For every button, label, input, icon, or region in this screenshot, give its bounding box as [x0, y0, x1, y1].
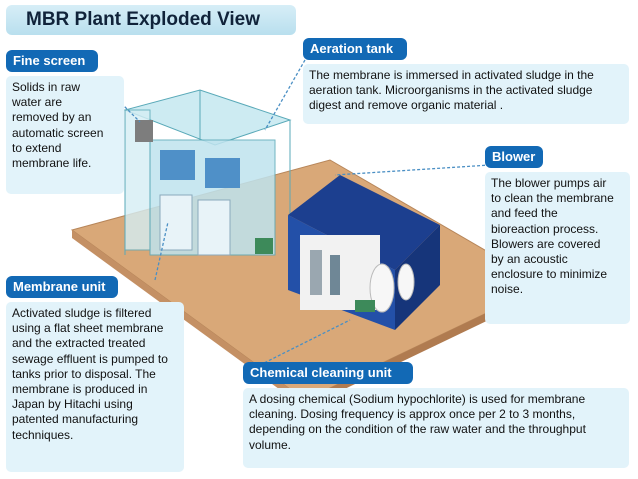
membrane-unit-line: using a flat sheet membrane	[12, 321, 164, 336]
fine-screen-line: membrane life.	[12, 156, 92, 171]
blower-enclosure-illustration	[288, 175, 440, 330]
page-title: MBR Plant Exploded View	[6, 5, 296, 35]
blower-callout: The blower pumps air to clean the membra…	[485, 172, 630, 324]
fine-screen-heading: Fine screen	[6, 50, 98, 72]
blower-line: enclosure to minimize	[491, 267, 608, 282]
blower-line: The blower pumps air	[491, 176, 607, 190]
chemical-cleaning-callout: A dosing chemical (Sodium hypochlorite) …	[243, 388, 629, 468]
chemical-cleaning-line: volume.	[249, 437, 292, 452]
blower-line: and feed the	[491, 206, 558, 221]
fine-screen-line: automatic screen	[12, 125, 104, 140]
blower-line: noise.	[491, 282, 524, 297]
membrane-unit-callout: Activated sludge is filtered using a fla…	[6, 302, 184, 472]
aeration-tank-heading: Aeration tank	[303, 38, 407, 60]
blower-line: Blowers are covered	[491, 236, 601, 251]
membrane-unit-heading: Membrane unit	[6, 276, 118, 298]
fine-screen-line: water are	[12, 95, 63, 110]
membrane-unit-line: Japan by Hitachi using	[12, 397, 133, 412]
fine-screen-line: removed by an	[12, 110, 92, 125]
aeration-tank-line: The membrane is immersed in activated sl…	[309, 68, 594, 82]
blower-line: bioreaction process.	[491, 221, 599, 236]
chemical-cleaning-line: A dosing chemical (Sodium hypochlorite) …	[249, 392, 586, 406]
aeration-tank-callout: The membrane is immersed in activated sl…	[303, 64, 629, 124]
aeration-tank-line: aeration tank. Microorganisms in the act…	[309, 83, 593, 98]
aeration-tank-line: digest and remove organic material .	[309, 98, 504, 113]
membrane-unit-line: sewage effluent is pumped to	[12, 351, 168, 366]
chemical-cleaning-line: depending on the condition of the raw wa…	[249, 422, 586, 437]
blower-line: by an acoustic	[491, 252, 568, 267]
blower-heading: Blower	[485, 146, 543, 168]
membrane-unit-line: and the extracted treated	[12, 336, 146, 351]
blower-line: to clean the membrane	[491, 191, 614, 206]
fine-screen-line: to extend	[12, 140, 62, 155]
membrane-unit-line: Activated sludge is filtered	[12, 306, 152, 320]
fine-screen-line: Solids in raw	[12, 80, 81, 94]
membrane-unit-line: tanks prior to disposal. The	[12, 366, 156, 381]
chemical-cleaning-line: cleaning. Dosing frequency is approx onc…	[249, 407, 576, 422]
membrane-unit-line: membrane is produced in	[12, 382, 148, 397]
membrane-unit-line: techniques.	[12, 427, 74, 442]
chemical-cleaning-heading: Chemical cleaning unit	[243, 362, 413, 384]
aeration-tank-illustration	[123, 89, 292, 256]
fine-screen-callout: Solids in raw water are removed by an au…	[6, 76, 124, 194]
membrane-unit-line: patented manufacturing	[12, 412, 139, 427]
